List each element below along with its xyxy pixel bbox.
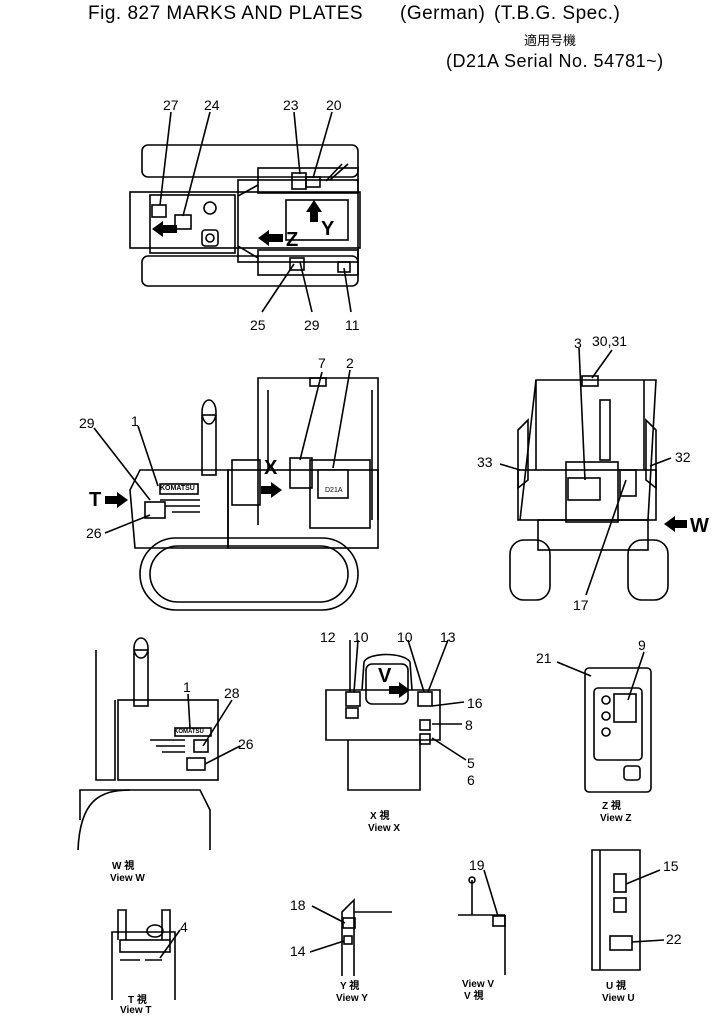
callout-number: 21 <box>536 650 552 666</box>
view-v-label: View V <box>462 979 495 990</box>
callout-number: 33 <box>477 454 493 470</box>
callout-number: 2 <box>346 355 354 371</box>
callout-number: 29 <box>304 317 320 333</box>
view-z-drawing <box>556 651 652 793</box>
view-x-label-jp: X 視 <box>370 811 390 822</box>
view-arrow-w-label: W <box>690 515 709 537</box>
view-z-label: View Z <box>600 813 632 824</box>
callout-number: 20 <box>326 97 342 113</box>
callout-number: 13 <box>440 629 456 645</box>
view-t-drawing <box>111 909 181 1000</box>
callout-number: 9 <box>638 637 646 653</box>
callout-number: 15 <box>663 858 679 874</box>
callout-number: 17 <box>573 597 589 613</box>
callout-number: 4 <box>180 919 188 935</box>
view-u-label: View U <box>602 993 635 1004</box>
callout-number: 11 <box>345 317 360 333</box>
view-y-label-jp: Y 視 <box>340 981 360 992</box>
view-arrow-y-label: Y <box>321 218 335 240</box>
callout-number: 12 <box>320 629 336 645</box>
view-v-label-jp: V 視 <box>464 991 484 1002</box>
callout-number: 6 <box>467 772 475 788</box>
callout-number: 32 <box>675 449 691 465</box>
view-x-label: View X <box>368 823 401 834</box>
view-x-drawing <box>325 639 467 791</box>
view-u-drawing <box>591 849 665 971</box>
view-t-label-jp: T 視 <box>128 995 147 1006</box>
model-plate-text: D21A <box>325 487 343 494</box>
view-v-drawing <box>458 869 506 975</box>
rear-view-drawing <box>499 347 687 601</box>
view-w-drawing <box>77 637 241 851</box>
top-view-drawing <box>129 111 361 313</box>
brand-decal: KOMATSU <box>174 729 204 735</box>
callout-number: 16 <box>467 695 483 711</box>
callout-number: 10 <box>397 629 413 645</box>
callout-number: 5 <box>467 755 475 771</box>
callout-number: 18 <box>290 897 306 913</box>
callout-number: 23 <box>283 97 299 113</box>
view-arrow-t-label: T <box>89 489 102 511</box>
view-t-label: View T <box>120 1005 152 1016</box>
side-view-drawing <box>93 369 379 611</box>
view-z-label-jp: Z 視 <box>602 801 621 812</box>
callout-number: 30,31 <box>592 333 628 349</box>
view-u-label-jp: U 視 <box>606 981 626 992</box>
callout-number: 29 <box>79 415 95 431</box>
callout-number: 8 <box>465 717 473 733</box>
view-y-label: View Y <box>336 993 368 1004</box>
callout-number: 22 <box>666 931 682 947</box>
view-arrow-z-label: Z <box>286 229 299 251</box>
applicability-jp: 適用号機 <box>524 33 577 48</box>
callout-number: 25 <box>250 317 266 333</box>
serial-range: (D21A Serial No. 54781~) <box>446 51 664 71</box>
callout-number: 19 <box>469 857 485 873</box>
view-w-label: View W <box>110 873 145 884</box>
callout-number: 26 <box>86 525 102 541</box>
view-y-drawing <box>309 898 392 976</box>
view-arrow-v-label: V <box>378 665 392 687</box>
callout-number: 10 <box>353 629 369 645</box>
callout-number: 1 <box>131 413 139 429</box>
callout-number: 3 <box>574 335 582 351</box>
brand-decal: KOMATSU <box>160 485 195 492</box>
figure-language: (German) <box>400 3 486 24</box>
callout-number: 28 <box>224 685 240 701</box>
view-w-label-jp: W 視 <box>112 861 135 872</box>
callout-number: 14 <box>290 943 306 959</box>
callout-number: 26 <box>238 736 254 752</box>
figure-title: Fig. 827 MARKS AND PLATES <box>88 3 364 24</box>
callout-number: 24 <box>204 97 220 113</box>
figure-spec: (T.B.G. Spec.) <box>494 3 621 24</box>
callout-number: 1 <box>183 679 191 695</box>
callout-number: 27 <box>163 97 179 113</box>
callout-number: 7 <box>318 355 326 371</box>
view-arrow-x-label: X <box>264 457 278 479</box>
